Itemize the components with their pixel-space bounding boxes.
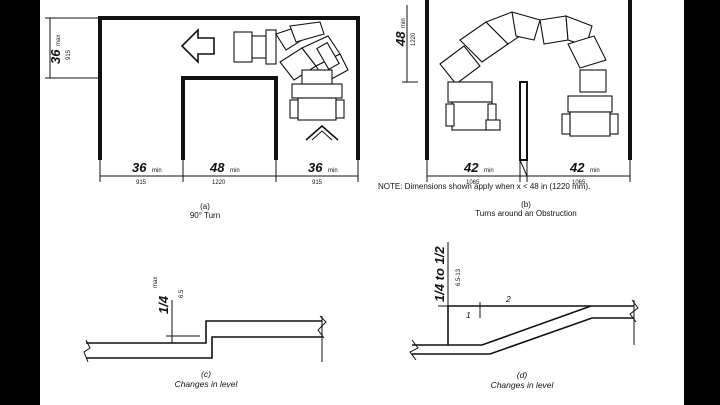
panel-b-label: (b)	[521, 200, 531, 209]
panel-b-vertical-dimension: 48 min 1220	[393, 5, 418, 83]
panel-a-bottom-left-mm: 915	[136, 180, 147, 186]
panel-a-label: (a)	[200, 202, 210, 211]
panel-c-dimension: 1/4 max 6.5	[153, 277, 206, 344]
panel-d-lower-surface	[412, 317, 634, 355]
panel-a-wheelchair-top-icon	[233, 21, 325, 65]
panel-a-left-dim-value: 36	[48, 49, 63, 64]
panel-a-bottom-right-value: 36	[308, 160, 323, 175]
panel-a-bottom-left-unit: min	[152, 168, 162, 174]
panel-a-left-arrow-icon	[180, 28, 215, 64]
panel-b-obstruction-bar	[519, 81, 528, 161]
panel-b-bottom-left-mm: 1065	[466, 180, 480, 186]
panel-d-changes-in-level: 2 1 1/4 to 1/2 6.5-13 (d) Changes in lev…	[409, 242, 639, 390]
panel-d-dimension: 1/4 to 1/2 6.5-13	[432, 242, 462, 346]
panel-a-left-dim-mm: 915	[66, 49, 72, 60]
panel-b-bottom-left-value: 42	[463, 160, 479, 175]
panel-a-bottom-right-mm: 915	[312, 180, 323, 186]
panel-d-slope-rise: 1	[466, 310, 471, 320]
panel-a-left-dimension: 36 max 915	[45, 17, 98, 79]
panel-b-wheelchair-left-icon	[439, 45, 501, 131]
panel-b-wheelchair-right-icon	[561, 35, 619, 137]
panel-a-top-right-wall	[98, 16, 360, 160]
panel-b-bottom-left-unit: min	[484, 168, 494, 174]
panel-d-dim-mm: 6.5-13	[456, 268, 462, 286]
panel-a-left-dim-unit: max	[56, 35, 62, 46]
panel-c-break-right	[317, 315, 327, 339]
panel-b-note: NOTE: Dimensions shown apply when x < 48…	[378, 182, 590, 191]
panel-a-bottom-right-unit: min	[328, 168, 338, 174]
panel-c-label: (c)	[201, 369, 211, 379]
panel-b-caption: Turns around an Obstruction	[475, 209, 577, 218]
panel-d-break-right	[629, 299, 639, 323]
panel-b-top-dim-value: 48	[393, 31, 408, 47]
panel-a-bottom-mid-value: 48	[209, 160, 225, 175]
panel-c-lower-surface	[86, 336, 322, 359]
accessibility-diagram: 36 max 915	[45, 0, 639, 390]
panel-d-upper-surface	[412, 305, 634, 346]
panel-a-bottom-mid-mm: 1220	[212, 180, 226, 186]
panel-b-bottom-dimensions: 42 min 1065 42 min 1065	[426, 159, 631, 186]
panel-c-dim-mm: 6.5	[179, 289, 185, 298]
panel-c-break-left	[83, 339, 91, 363]
panel-b-top-dim-unit: min	[401, 18, 407, 28]
panel-c-dim-unit: max	[153, 277, 159, 288]
panel-b-top-dim-mm: 1220	[411, 32, 417, 46]
panel-b-bottom-right-value: 42	[569, 160, 585, 175]
panel-c-dim-value: 1/4	[156, 295, 171, 314]
panel-b-wheelchair-top-icon	[459, 11, 593, 63]
panel-a-inner-corner	[181, 76, 278, 160]
panel-a-up-arrow-icon	[305, 124, 339, 141]
panel-d-label: (d)	[517, 370, 528, 380]
panel-d-caption: Changes in level	[491, 380, 555, 390]
panel-b-obstruction: 48 min 1220	[378, 0, 632, 218]
panel-b-bottom-right-unit: min	[590, 168, 600, 174]
figure-sheet: 36 max 915	[40, 0, 684, 405]
panel-d-slope-run: 2	[505, 294, 511, 304]
panel-a-bottom-dimensions: 36 min 915 48 min 1220 36 min 915	[99, 160, 359, 186]
panel-d-break-left	[409, 339, 419, 361]
panel-b-bottom-right-mm: 1065	[572, 180, 586, 186]
panel-a-bottom-mid-unit: min	[230, 168, 240, 174]
panel-a-caption: 90° Turn	[190, 211, 220, 220]
panel-a-wheelchair-bottom-icon	[289, 69, 345, 121]
panel-d-dim-value: 1/4 to 1/2	[432, 246, 447, 302]
panel-a-bottom-left-value: 36	[132, 160, 147, 175]
panel-a-wheelchair-turning-icon	[279, 35, 349, 83]
panel-c-changes-in-level: 1/4 max 6.5 (c) Changes in level	[83, 277, 327, 389]
panel-c-caption: Changes in level	[175, 379, 239, 389]
panel-c-upper-surface	[86, 320, 322, 344]
panel-d-bevel-upper	[448, 305, 592, 346]
panel-a-90-turn: 36 max 915	[45, 16, 360, 220]
